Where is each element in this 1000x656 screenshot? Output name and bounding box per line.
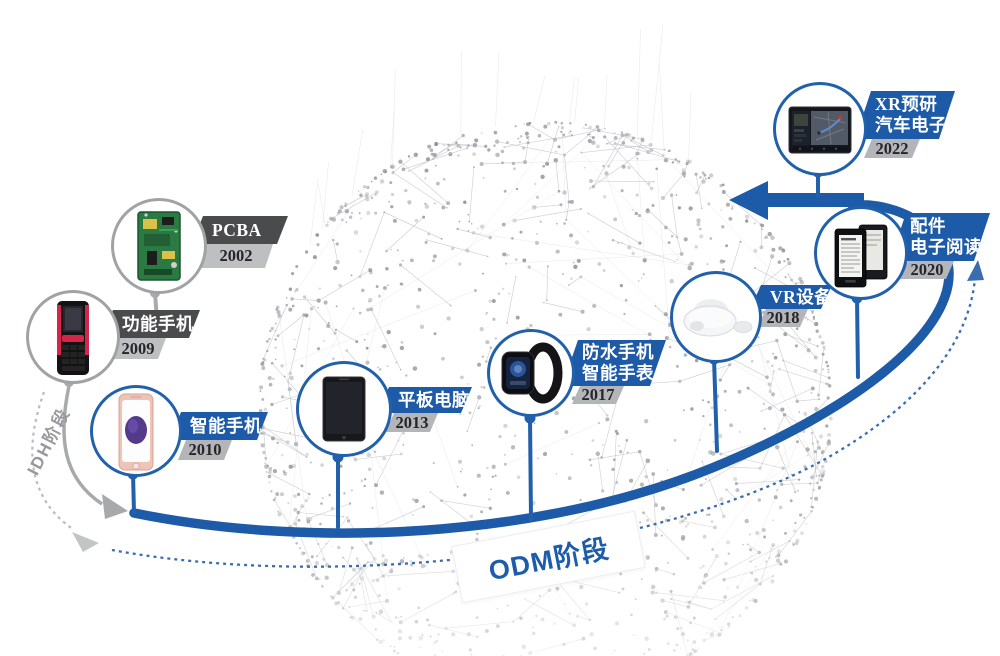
banner-year-smartwatch: 2017 bbox=[572, 386, 624, 404]
node-year: 2017 bbox=[581, 385, 615, 404]
smartphone-image bbox=[118, 393, 154, 471]
banner-year-feature-phone: 2009 bbox=[110, 338, 166, 359]
banner-title-vr: VR设备 bbox=[750, 285, 832, 309]
node-title: 功能手机 bbox=[122, 313, 194, 334]
node-circle-vr bbox=[670, 271, 762, 363]
node-title: VR设备 bbox=[770, 286, 833, 307]
banner-title-xr-auto: XR预研 汽车电子 bbox=[855, 91, 955, 139]
banner-year-vr: 2018 bbox=[758, 309, 808, 327]
node-year: 2013 bbox=[395, 412, 429, 432]
node-title: 智能手机 bbox=[190, 415, 262, 436]
node-title: 防水手机 bbox=[582, 342, 654, 362]
banner-year-pcba: 2002 bbox=[199, 244, 273, 268]
smartwatch-image bbox=[501, 342, 563, 404]
circuit-board-image bbox=[137, 211, 181, 281]
banner-title-tablet: 平板电脑 bbox=[378, 387, 472, 413]
banner-year-xr-auto: 2022 bbox=[864, 139, 920, 158]
node-circle-feature-phone bbox=[26, 290, 120, 384]
node-title: 配件 bbox=[910, 216, 946, 236]
node-title: 平板电脑 bbox=[398, 389, 470, 410]
node-title-line2: 汽车电子 bbox=[875, 115, 947, 135]
idh-arrowhead bbox=[102, 494, 128, 519]
banner-year-tablet: 2013 bbox=[386, 413, 438, 432]
node-year: 2022 bbox=[875, 138, 909, 158]
big-left-arrow bbox=[729, 181, 864, 220]
odm-stems bbox=[131, 170, 860, 529]
idh-solid-curve bbox=[62, 385, 103, 506]
tablet-image bbox=[322, 376, 366, 442]
node-circle-tablet bbox=[296, 361, 392, 457]
node-title-line2: 电子阅读 bbox=[910, 237, 982, 257]
banner-title-smartphone: 智能手机 bbox=[170, 412, 268, 440]
car-display-image bbox=[788, 106, 852, 154]
node-year: 2020 bbox=[910, 260, 944, 279]
node-title: XR预研 bbox=[875, 94, 938, 114]
node-title: PCBA bbox=[212, 219, 262, 240]
node-circle-ereader bbox=[814, 206, 908, 300]
node-year: 2009 bbox=[121, 338, 155, 358]
feature-phone-image bbox=[57, 301, 89, 375]
banner-title-smartwatch: 防水手机 智能手表 bbox=[562, 340, 666, 386]
banner-year-smartphone: 2010 bbox=[178, 440, 232, 460]
e-reader-image bbox=[834, 224, 888, 288]
vr-headset-image bbox=[683, 299, 753, 337]
node-circle-smartphone bbox=[90, 385, 182, 477]
banner-title-pcba: PCBA bbox=[192, 216, 288, 244]
node-circle-xr-auto bbox=[773, 82, 867, 176]
idh-dashed-curve bbox=[31, 391, 75, 531]
node-title-line2: 智能手表 bbox=[582, 363, 654, 383]
node-circle-pcba bbox=[111, 198, 207, 294]
node-year: 2018 bbox=[766, 308, 800, 327]
node-year: 2002 bbox=[219, 246, 253, 265]
node-year: 2010 bbox=[188, 440, 222, 459]
odm-dashed-curve bbox=[111, 277, 977, 568]
node-circle-smartwatch bbox=[487, 329, 575, 417]
odm-dashed-arrowhead bbox=[967, 260, 984, 281]
idh-dashed-arrowhead bbox=[72, 532, 99, 552]
banner-year-ereader: 2020 bbox=[900, 261, 954, 279]
